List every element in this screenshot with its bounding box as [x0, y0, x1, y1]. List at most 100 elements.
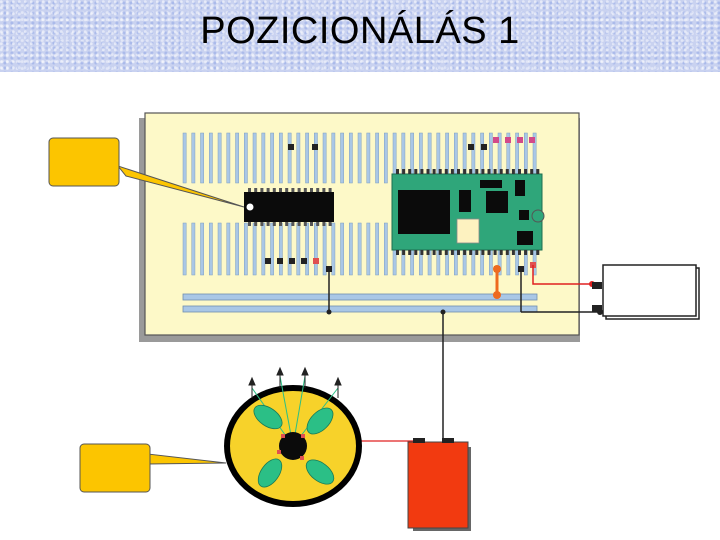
module-pin — [444, 250, 448, 255]
module-pins — [396, 169, 540, 255]
module-component — [480, 180, 502, 188]
ic-notch — [246, 203, 254, 211]
module-pin — [438, 169, 442, 174]
module-pin — [426, 250, 430, 255]
module-pin — [420, 250, 424, 255]
breadboard-hole-column — [200, 222, 204, 276]
jumper-pin — [481, 144, 487, 150]
ic-pin — [248, 188, 251, 192]
callout-box — [48, 137, 120, 187]
breadboard-hole-column — [314, 222, 318, 276]
module-pin — [463, 169, 467, 174]
battery-terminal — [442, 438, 454, 443]
module-pin — [536, 169, 540, 174]
module-pin — [450, 169, 454, 174]
wiring — [300, 265, 603, 446]
module-pin — [518, 250, 521, 255]
breadboard-hole-column — [322, 132, 327, 184]
jumper-pin — [326, 266, 332, 272]
breadboard-hole-column — [217, 132, 222, 184]
breadboard-hole-column — [287, 132, 292, 184]
module-pin — [457, 250, 460, 255]
wire-node-orange — [493, 291, 501, 299]
module-pin — [457, 169, 460, 174]
module-pin — [481, 169, 485, 174]
module-pin — [396, 169, 399, 174]
breadboard-hole-column — [182, 222, 187, 276]
breadboard-hole-column — [331, 132, 336, 184]
module-pin — [408, 169, 412, 174]
breadboard-hole-column — [252, 222, 257, 276]
ic-chip-icon — [244, 188, 334, 226]
power-rail-top — [182, 293, 538, 301]
breadboard-hole-column — [287, 222, 292, 276]
ic-pin — [310, 222, 313, 226]
ic-pin — [272, 222, 276, 226]
wire-node-orange — [493, 265, 501, 273]
module-pin — [524, 250, 528, 255]
ic-pin — [291, 188, 295, 192]
motor-coil — [305, 459, 335, 485]
module-pin — [420, 169, 424, 174]
breadboard-hole-column — [200, 132, 204, 184]
battery-body — [407, 441, 469, 529]
breadboard-hole-column — [296, 222, 301, 276]
ic-pin — [291, 222, 295, 226]
breadboard-hole-column — [366, 132, 371, 184]
display-box — [602, 264, 697, 317]
motor-rotor — [279, 432, 307, 460]
slide-title: POZICIONÁLÁS 1 — [200, 10, 520, 52]
module-pin — [469, 250, 473, 255]
breadboard-hole-column — [252, 132, 257, 184]
rotor-pin — [300, 456, 304, 460]
ic-pin — [279, 222, 282, 226]
breadboard-hole-column — [226, 132, 231, 184]
module-pin — [432, 250, 436, 255]
module-pin — [505, 169, 509, 174]
ic-pins — [248, 188, 332, 226]
ic-pin — [279, 188, 282, 192]
ic-pin — [248, 222, 251, 226]
module-component — [486, 191, 508, 213]
ic-pin — [328, 222, 332, 226]
jumper-pin-pink — [505, 137, 511, 143]
ic-pin — [285, 222, 289, 226]
ic-pin — [266, 188, 270, 192]
module-pin — [444, 169, 448, 174]
jumper-pin-red — [313, 258, 319, 264]
module-pin — [469, 169, 473, 174]
module-pin — [414, 250, 418, 255]
title-bar: POZICIONÁLÁS 1 — [0, 0, 720, 72]
jumper-pin — [265, 258, 271, 264]
breadboard-hole-column — [209, 222, 213, 276]
breadboard-hole-column — [235, 222, 239, 276]
jumper-pin — [277, 258, 283, 264]
breadboard-hole-column — [209, 132, 213, 184]
module-pin — [408, 250, 412, 255]
callout-motor — [79, 443, 227, 493]
breadboard-hole-column — [340, 132, 344, 184]
power-rail-bottom — [182, 305, 538, 313]
breadboard-hole-column — [261, 222, 266, 276]
module-pin — [511, 250, 515, 255]
module-pin — [524, 169, 528, 174]
module-pin — [530, 169, 534, 174]
breadboard-hole-column — [384, 132, 388, 184]
motor-coil — [257, 458, 283, 488]
module-pin — [511, 169, 515, 174]
module-pin — [493, 250, 497, 255]
breadboard-hole-column — [279, 222, 283, 276]
jumper-pin-pink — [517, 137, 523, 143]
callout-pointer — [147, 453, 227, 465]
motor-coil — [253, 404, 283, 430]
breadboard-hole-column — [322, 222, 327, 276]
breadboard-hole-column — [244, 132, 248, 184]
breadboard-hole-column — [349, 222, 353, 276]
jumper-pin — [288, 144, 294, 150]
battery-terminal — [413, 438, 425, 443]
breadboard-hole-column — [375, 222, 379, 276]
wire-node — [440, 309, 446, 315]
motor-coil — [306, 407, 334, 435]
module-processor — [398, 190, 450, 234]
